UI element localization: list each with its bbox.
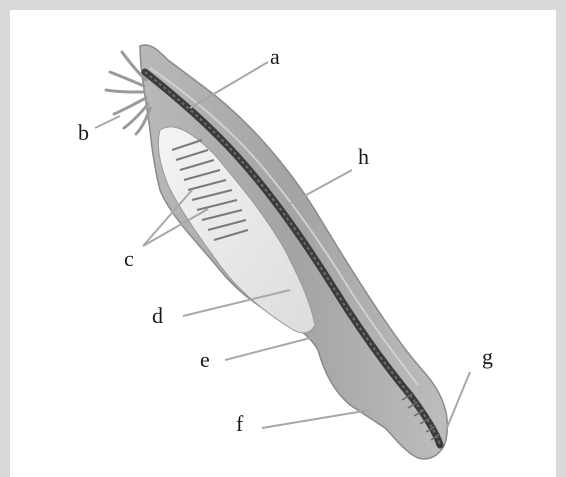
label-b: b [78,120,89,145]
leader-b [95,116,120,128]
label-h: h [358,144,369,169]
label-f: f [236,411,244,436]
label-a: a [270,44,280,69]
label-d: d [152,303,163,328]
leader-e [225,338,310,360]
leader-g [446,372,470,430]
label-e: e [200,347,210,372]
label-c: c [124,246,134,271]
leader-f [262,410,370,428]
label-g: g [482,344,493,369]
